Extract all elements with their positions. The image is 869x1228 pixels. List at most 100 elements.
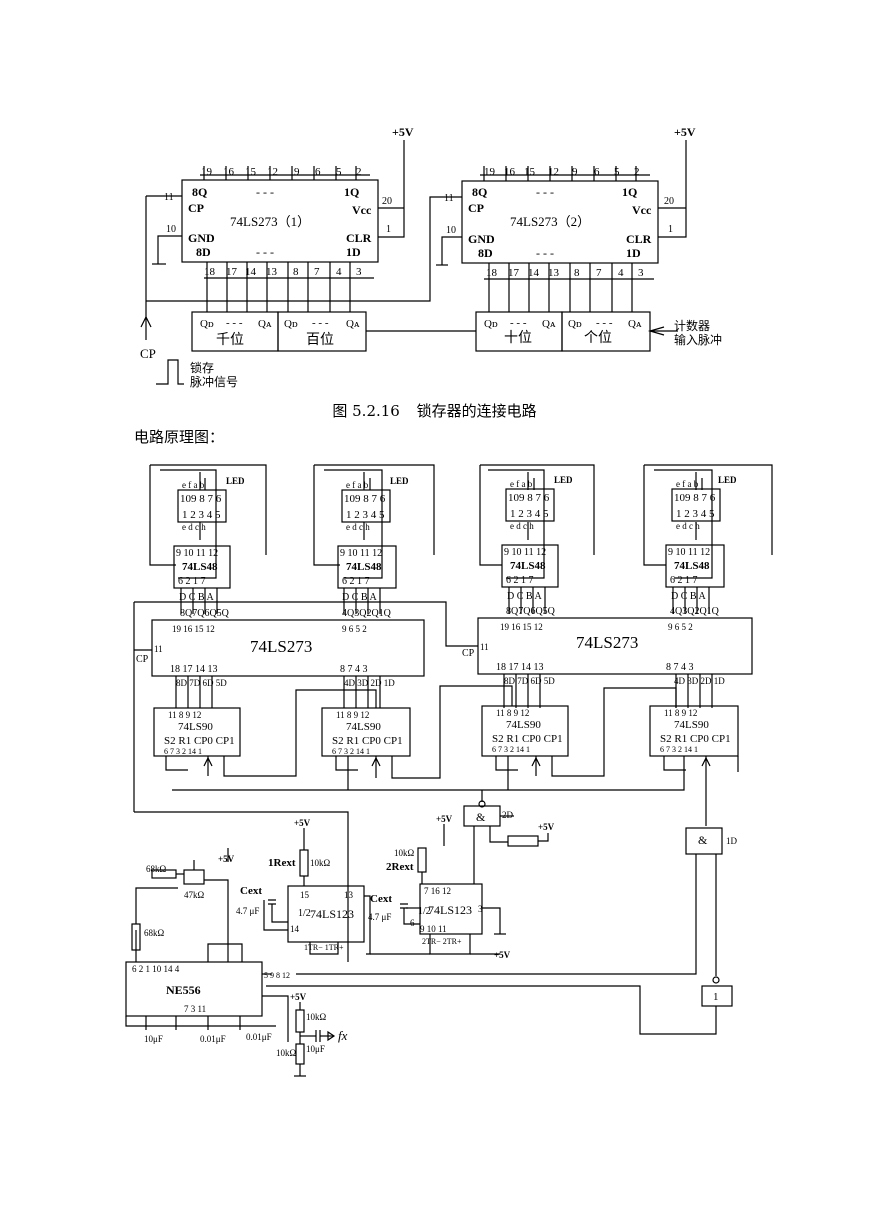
timer-bottom-pins: 7 3 11 — [184, 1004, 206, 1014]
counter-4-name: 74LS90 — [674, 719, 709, 731]
svg-text:D C B A: D C B A — [507, 591, 543, 602]
svg-text:6: 6 — [410, 918, 415, 928]
decoder-1 — [173, 545, 231, 589]
svg-text:3: 3 — [478, 904, 483, 914]
cext2-label: Cext — [370, 893, 392, 905]
svg-text:15: 15 — [245, 166, 257, 178]
svg-text:7: 7 — [596, 267, 602, 279]
figure-caption: 图 5.2.16 锁存器的连接电路 — [0, 400, 869, 421]
mono1-half: 1/2 — [298, 908, 311, 919]
top-vcc-1: +5V — [392, 125, 414, 139]
led-label-4: LED — [718, 475, 737, 485]
svg-text:11: 11 — [154, 644, 163, 654]
and-gate-1d — [685, 827, 723, 855]
svg-text:e d c h: e d c h — [182, 522, 206, 532]
mono2-name: 74LS123 — [428, 903, 472, 917]
svg-text:4Q3Q2Q1Q: 4Q3Q2Q1Q — [342, 608, 392, 619]
r2ext-value: 10kΩ — [394, 848, 415, 858]
vcc-input: +5V — [290, 992, 307, 1002]
timer-top-pins: 6 2 1 10 14 4 — [132, 964, 180, 974]
svg-text:4: 4 — [618, 267, 624, 279]
ones-qa: Qᴀ — [628, 318, 642, 330]
svg-text:13: 13 — [266, 266, 278, 278]
svg-text:19: 19 — [484, 166, 496, 178]
counter-1 — [153, 707, 241, 757]
cext2-value: 4.7 μF — [368, 912, 391, 922]
led-label-2: LED — [390, 476, 409, 486]
svg-text:- - -: - - - — [596, 317, 613, 329]
chip1-dots-top: - - - — [256, 185, 274, 199]
svg-text:9: 9 — [572, 166, 578, 178]
svg-text:9 6 5 2: 9 6 5 2 — [668, 622, 693, 632]
tens-qd: Qᴅ — [484, 318, 498, 330]
monostable-2 — [419, 883, 483, 935]
not-gate — [701, 985, 733, 1007]
decoder-3-name: 74LS48 — [510, 560, 546, 572]
chip1-vcc: Vcc — [352, 203, 372, 217]
mono2-pins: 2TR− 2TR+ — [422, 937, 462, 946]
svg-text:S2 R1 CP0 CP1: S2 R1 CP0 CP1 — [660, 733, 731, 745]
svg-text:19 16 15 12: 19 16 15 12 — [500, 622, 543, 632]
chip2-clr: CLR — [626, 232, 652, 246]
svg-text:5: 5 — [336, 166, 342, 178]
chip1-pin11: 11 — [164, 192, 174, 203]
svg-text:D C B A: D C B A — [342, 592, 378, 603]
svg-text:6 7 3 2 14 1: 6 7 3 2 14 1 — [332, 747, 370, 756]
svg-text:109 8 7 6: 109 8 7 6 — [180, 493, 222, 505]
svg-text:e d c h: e d c h — [510, 521, 534, 531]
svg-text:8 7 4 3: 8 7 4 3 — [340, 664, 368, 675]
vcc-mono1: +5V — [294, 818, 311, 828]
and-gate-2d-symbol: & — [476, 810, 486, 824]
latch-1 — [151, 619, 425, 677]
svg-text:9 6 5 2: 9 6 5 2 — [342, 624, 367, 634]
c-10u-a: 10μF — [144, 1034, 163, 1044]
svg-text:e f a b: e f a b — [182, 480, 205, 490]
and-gate-1d-symbol: & — [698, 833, 708, 847]
svg-text:16: 16 — [504, 166, 516, 178]
svg-text:S2 R1 CP0 CP1: S2 R1 CP0 CP1 — [492, 733, 563, 745]
svg-text:6 2 1 7: 6 2 1 7 — [506, 575, 534, 586]
svg-text:6 2 1 7: 6 2 1 7 — [670, 575, 698, 586]
led-label-3: LED — [554, 475, 573, 485]
svg-text:S2 R1 CP0 CP1: S2 R1 CP0 CP1 — [332, 735, 403, 747]
chip1-clr: CLR — [346, 231, 372, 245]
r-68k-a: 68kΩ — [146, 864, 167, 874]
latch-2-name: 74LS273 — [576, 633, 638, 652]
svg-text:6: 6 — [315, 166, 321, 178]
svg-text:8D 7D 6D 5D: 8D 7D 6D 5D — [176, 678, 227, 688]
chip2-pin20: 20 — [664, 196, 674, 207]
decoder-4 — [665, 544, 725, 588]
svg-text:e f a b: e f a b — [676, 479, 699, 489]
svg-text:11: 11 — [480, 642, 489, 652]
svg-text:6 2 1 7: 6 2 1 7 — [178, 576, 206, 587]
counter-3-name: 74LS90 — [506, 719, 541, 731]
svg-text:8D 7D 6D 5D: 8D 7D 6D 5D — [504, 676, 555, 686]
svg-text:9 10 11 12: 9 10 11 12 — [340, 548, 382, 559]
mono1-pins: 1TR− 1TR+ — [304, 943, 344, 952]
svg-text:6 7 3 2 14 1: 6 7 3 2 14 1 — [164, 747, 202, 756]
chip1-pin20: 20 — [382, 196, 392, 207]
counter-note-2: 输入脉冲 — [674, 332, 722, 347]
chip1-pin1: 1 — [386, 224, 391, 235]
svg-text:CP: CP — [462, 648, 475, 659]
svg-text:e d c h: e d c h — [676, 521, 700, 531]
hundreds-qd: Qᴅ — [284, 318, 298, 330]
digit-hundreds: 百位 — [306, 332, 334, 348]
svg-text:11 8 9 12: 11 8 9 12 — [664, 708, 697, 718]
chip1-8q: 8Q — [192, 185, 207, 199]
c-10u-b: 10μF — [306, 1044, 325, 1054]
chip1-1d: 1D — [346, 245, 361, 259]
svg-text:8: 8 — [293, 266, 299, 278]
latch-chip-2 — [461, 180, 659, 264]
r-68k-b: 68kΩ — [144, 928, 165, 938]
r1ext-value: 10kΩ — [310, 858, 331, 868]
latch-note-1: 锁存 — [190, 360, 214, 375]
svg-text:109 8 7 6: 109 8 7 6 — [508, 492, 550, 504]
pot-47k: 47kΩ — [184, 890, 205, 900]
svg-text:8Q7Q6Q5Q: 8Q7Q6Q5Q — [180, 608, 230, 619]
svg-text:4: 4 — [336, 266, 342, 278]
svg-text:12: 12 — [267, 166, 278, 178]
svg-text:4D 3D 2D 1D: 4D 3D 2D 1D — [674, 676, 725, 686]
tens-qa: Qᴀ — [542, 318, 556, 330]
